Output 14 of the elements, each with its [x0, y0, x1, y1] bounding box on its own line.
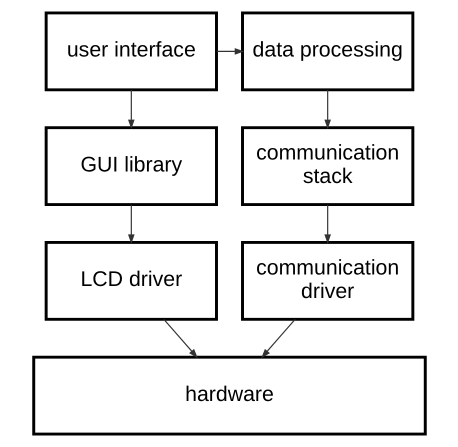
node-box: LCD driver: [44, 240, 218, 321]
arrow: [128, 90, 134, 130]
arrow: [216, 48, 244, 55]
node-box: data processing: [240, 11, 414, 92]
node-box: user interface: [44, 11, 218, 92]
arrow: [163, 319, 198, 358]
arrow: [128, 204, 134, 244]
arrow: [324, 204, 330, 244]
node-box: GUI library: [44, 126, 218, 206]
node-box: hardware: [32, 356, 426, 436]
node-box: communication stack: [240, 126, 414, 206]
arrow: [324, 90, 330, 130]
arrow: [260, 319, 295, 358]
node-box: communication driver: [240, 240, 414, 321]
